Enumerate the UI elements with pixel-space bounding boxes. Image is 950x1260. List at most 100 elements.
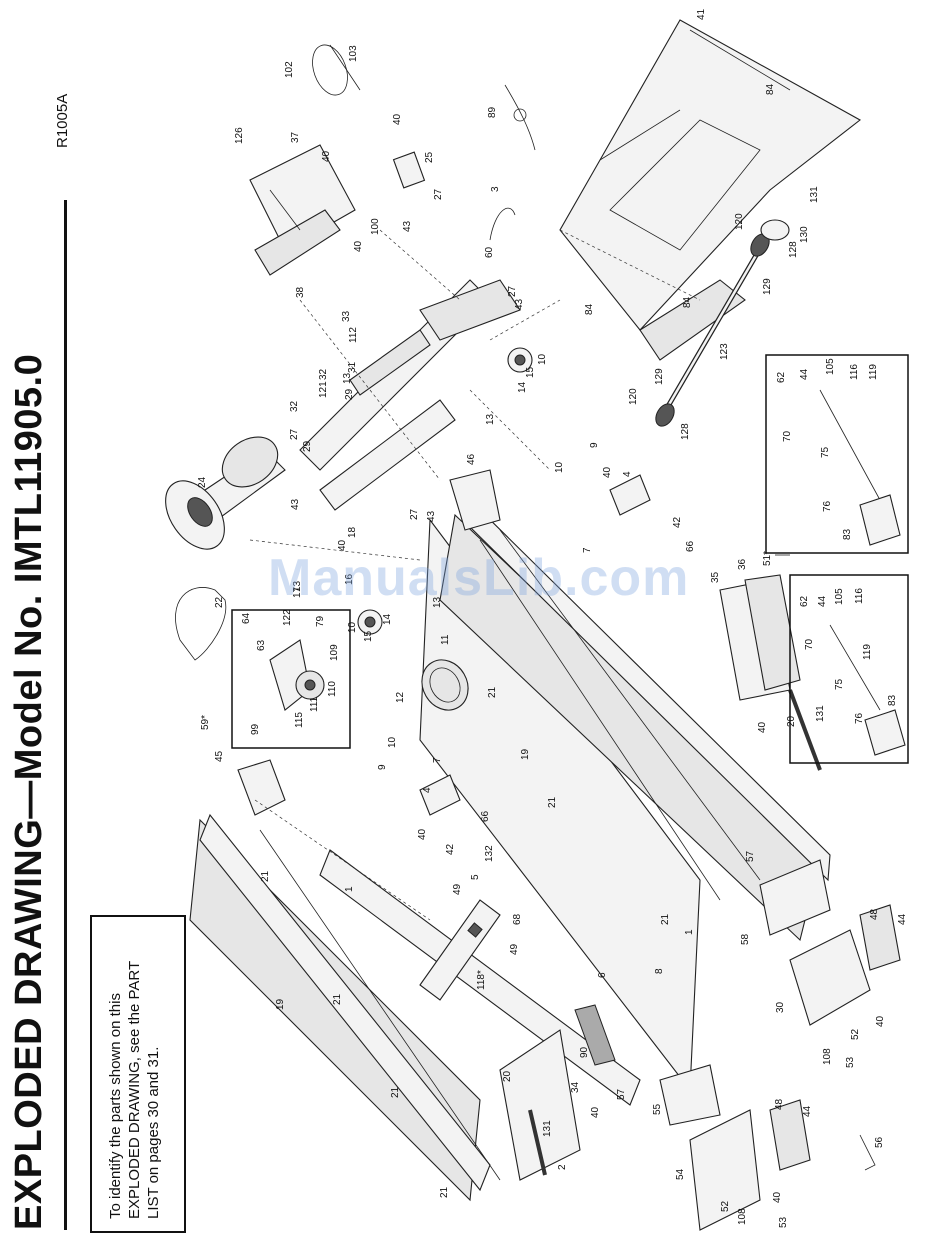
label-p68: 68 — [512, 913, 523, 925]
label-p64: 64 — [241, 612, 252, 624]
label-p131a: 131 — [809, 186, 820, 203]
roller-assembly — [655, 219, 790, 427]
label-p21a: 21 — [260, 870, 271, 882]
label-p58: 58 — [740, 933, 751, 945]
label-p5: 5 — [470, 874, 481, 880]
label-p119b: 119 — [862, 644, 873, 660]
motor-controller — [392, 151, 426, 189]
label-p103: 103 — [348, 45, 359, 62]
label-p100: 100 — [370, 218, 381, 235]
label-p1a: 1 — [344, 886, 355, 892]
wire-harness — [504, 84, 536, 151]
side-trim-right — [788, 689, 822, 771]
label-p40j: 40 — [772, 1191, 783, 1203]
label-p126: 126 — [234, 127, 245, 144]
label-p109: 109 — [329, 644, 340, 661]
label-p123: 123 — [719, 343, 730, 360]
label-p66a: 66 — [685, 540, 696, 552]
label-p32b: 32 — [289, 400, 300, 412]
label-p121: 121 — [318, 381, 329, 398]
base-frame — [559, 19, 861, 361]
label-p41: 41 — [696, 8, 707, 20]
label-p83b: 83 — [887, 694, 898, 706]
label-p60: 60 — [484, 246, 495, 258]
label-p84b: 84 — [584, 303, 595, 315]
label-p119a: 119 — [868, 364, 879, 380]
label-p21c: 21 — [390, 1086, 401, 1098]
label-p76a: 76 — [822, 500, 833, 512]
hood-45 — [237, 759, 286, 816]
upright-crossbar — [299, 279, 521, 511]
label-p43a: 43 — [402, 220, 413, 232]
label-p7b: 7 — [432, 757, 443, 763]
label-p44a: 44 — [799, 368, 810, 380]
label-p10a: 10 — [537, 353, 548, 365]
label-p130: 130 — [799, 226, 810, 243]
label-p44c: 44 — [897, 913, 908, 925]
label-p8: 8 — [654, 968, 665, 974]
label-p29a: 29 — [344, 388, 355, 400]
label-p43b: 43 — [514, 298, 525, 310]
label-p48b: 48 — [774, 1098, 785, 1110]
detail-box-59 — [231, 609, 351, 749]
label-p112: 112 — [348, 327, 359, 343]
motor-bracket — [249, 144, 356, 276]
label-p18: 18 — [347, 526, 358, 538]
label-p40e: 40 — [602, 466, 613, 478]
label-p84a: 84 — [765, 83, 776, 95]
label-p2: 2 — [557, 1164, 568, 1170]
side-trim-left — [528, 1109, 547, 1176]
label-p75a: 75 — [820, 446, 831, 458]
label-p13c: 13 — [292, 580, 303, 592]
label-p75b: 75 — [834, 678, 845, 690]
label-p132: 132 — [484, 845, 495, 862]
label-p120b: 120 — [628, 388, 639, 405]
label-p40a: 40 — [392, 113, 403, 125]
label-p83a: 83 — [842, 528, 853, 540]
label-p108b: 108 — [737, 1208, 748, 1225]
allen-wrench — [859, 1134, 876, 1171]
label-p27a: 27 — [433, 188, 444, 200]
label-p40d: 40 — [337, 539, 348, 551]
label-p43c: 43 — [290, 498, 301, 510]
label-p6: 6 — [597, 972, 608, 978]
motor — [165, 436, 286, 550]
label-p45: 45 — [214, 750, 225, 762]
label-p110: 110 — [327, 681, 338, 697]
label-p49b: 49 — [509, 943, 520, 955]
label-p9b: 9 — [377, 764, 388, 770]
label-p30: 30 — [775, 1001, 786, 1013]
label-p111: 111 — [309, 696, 320, 712]
rear-roller-right — [759, 859, 831, 936]
label-p46: 46 — [466, 453, 477, 465]
label-p120a: 120 — [734, 213, 745, 230]
part-labels: 1 1 2 3 4 4 5 6 7 7 8 9 9 10 10 10 10 11… — [197, 8, 908, 1228]
label-p44d: 44 — [802, 1105, 813, 1117]
label-p105b: 105 — [834, 588, 845, 605]
label-p42a: 42 — [672, 516, 683, 528]
label-p12: 12 — [395, 691, 406, 703]
foot-lower — [419, 774, 461, 816]
label-p31: 31 — [347, 361, 358, 373]
label-p10d: 10 — [387, 736, 398, 748]
label-p52a: 52 — [850, 1028, 861, 1040]
foot-upper — [609, 474, 651, 516]
label-p129a: 129 — [762, 278, 773, 295]
label-p29b: 29 — [302, 440, 313, 452]
label-p131b: 131 — [815, 705, 826, 722]
label-p108a: 108 — [822, 1048, 833, 1065]
label-p10c: 10 — [347, 621, 358, 633]
label-p25: 25 — [424, 151, 435, 163]
label-p9a: 9 — [589, 442, 600, 448]
pulley — [421, 659, 469, 711]
label-p40c: 40 — [353, 240, 364, 252]
label-p40b: 40 — [321, 150, 332, 162]
label-p38: 38 — [295, 286, 306, 298]
label-p116b: 116 — [854, 588, 865, 604]
label-p20b: 20 — [786, 715, 797, 727]
label-p3: 3 — [490, 186, 501, 192]
label-p44b: 44 — [817, 595, 828, 607]
label-p21e: 21 — [487, 686, 498, 698]
